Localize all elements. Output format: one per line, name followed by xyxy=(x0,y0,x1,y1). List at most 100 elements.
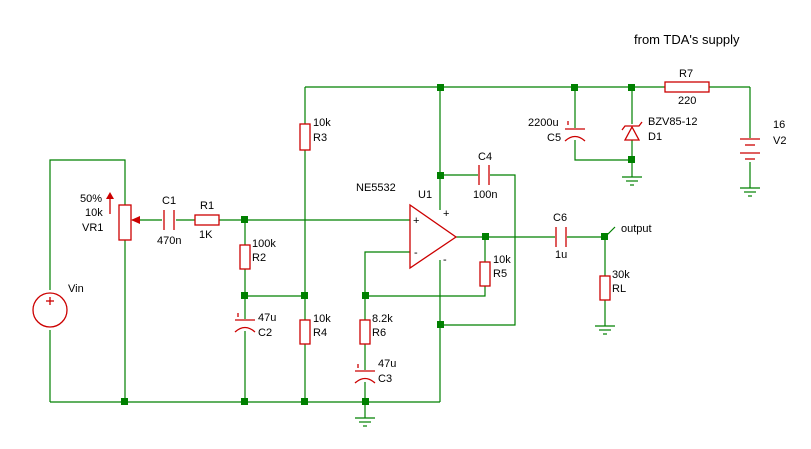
d1-part-label: BZV85-12 xyxy=(648,116,698,128)
junction-dot xyxy=(121,398,128,405)
supply-annotation: from TDA's supply xyxy=(634,32,740,47)
wires xyxy=(49,86,751,418)
wire-feedback xyxy=(365,286,486,297)
c3-curved-plate xyxy=(354,377,376,384)
c6-value-label: 1u xyxy=(555,249,567,261)
u1-opamp-body xyxy=(409,203,458,270)
c5-capacitor xyxy=(564,121,586,142)
r4-ref-label: R4 xyxy=(313,327,327,339)
junction-dot xyxy=(301,398,308,405)
vr1-arrow-icon xyxy=(106,192,114,199)
vr1-ref-label: VR1 xyxy=(82,222,103,234)
v2-battery xyxy=(740,138,760,160)
c3-ref-label: C3 xyxy=(378,373,392,385)
vr1-potentiometer xyxy=(106,192,140,241)
r4-value-label: 10k xyxy=(313,313,331,325)
ground-icon xyxy=(355,417,375,427)
r1-value-label: 1K xyxy=(199,229,213,241)
c1-capacitor xyxy=(163,210,175,230)
junction-dot xyxy=(628,156,635,163)
r7-ref-label: R7 xyxy=(679,68,693,80)
c2-curved-plate xyxy=(234,326,256,333)
vr1-setting-label: 50% xyxy=(80,193,102,205)
r4-resistor xyxy=(299,319,311,345)
junction-dot xyxy=(301,292,308,299)
ground-icon xyxy=(622,176,642,186)
rl-ref-label: RL xyxy=(612,283,626,295)
u1-vneg-pin: - xyxy=(443,254,447,266)
c5-curved-plate xyxy=(564,135,586,142)
c3-capacitor xyxy=(354,364,376,384)
c4-capacitor xyxy=(478,165,490,185)
u1-inverting-pin: - xyxy=(414,247,418,259)
junction-dot xyxy=(482,233,489,240)
d1-zener-diode xyxy=(621,121,643,141)
rl-resistor xyxy=(599,275,611,301)
c1-ref-label: C1 xyxy=(162,195,176,207)
wire-c5-d1-bottom xyxy=(574,140,632,161)
c2-ref-label: C2 xyxy=(258,327,272,339)
u1-part-label: NE5532 xyxy=(356,182,396,194)
vr1-wiper-arrow xyxy=(131,216,140,224)
r3-ref-label: R3 xyxy=(313,132,327,144)
vr1-body xyxy=(118,204,132,241)
v2-value-label: 16 xyxy=(773,119,785,131)
r6-value-label: 8.2k xyxy=(372,313,393,325)
r5-value-label: 10k xyxy=(493,254,511,266)
wire-c4-right xyxy=(440,174,516,326)
r2-ref-label: R2 xyxy=(252,252,266,264)
v2-ref-label: V2 xyxy=(773,135,786,147)
c3-value-label: 47u xyxy=(378,358,396,370)
r5-ref-label: R5 xyxy=(493,268,507,280)
c4-value-label: 100n xyxy=(473,189,497,201)
c4-ref-label: C4 xyxy=(478,151,492,163)
wire-inv-input xyxy=(364,251,410,320)
c5-value-label: 2200u xyxy=(528,117,559,129)
wire-vin-top xyxy=(49,159,126,290)
junctions xyxy=(121,84,635,405)
junction-dot xyxy=(601,233,608,240)
vin-ref-label: Vin xyxy=(68,283,84,295)
d1-triangle xyxy=(623,125,641,141)
c5-ref-label: C5 xyxy=(547,132,561,144)
junction-dot xyxy=(241,398,248,405)
junction-dot xyxy=(362,398,369,405)
c2-value-label: 47u xyxy=(258,312,276,324)
vin-source-body xyxy=(32,292,68,328)
vin-source xyxy=(32,292,68,328)
ground-icon xyxy=(740,187,760,197)
r2-value-label: 100k xyxy=(252,238,276,250)
r7-resistor xyxy=(664,81,710,93)
c6-capacitor xyxy=(555,227,567,247)
r6-resistor xyxy=(359,319,371,345)
r1-resistor xyxy=(194,214,220,226)
r6-ref-label: R6 xyxy=(372,327,386,339)
d1-ref-label: D1 xyxy=(648,131,662,143)
c1-value-label: 470n xyxy=(157,235,181,247)
c6-ref-label: C6 xyxy=(553,212,567,224)
u1-noninverting-pin: + xyxy=(413,215,419,227)
junction-dot xyxy=(362,292,369,299)
junction-dot xyxy=(241,292,248,299)
junction-dot xyxy=(628,84,635,91)
d1-cathode-bar xyxy=(621,121,643,131)
r7-value-label: 220 xyxy=(678,95,696,107)
ground-icon xyxy=(595,325,615,335)
vr1-value-label: 10k xyxy=(85,207,103,219)
r1-ref-label: R1 xyxy=(200,200,214,212)
r3-value-label: 10k xyxy=(313,117,331,129)
junction-dot xyxy=(571,84,578,91)
r3-resistor xyxy=(299,123,311,151)
u1-vpos-pin: + xyxy=(443,208,449,220)
rl-value-label: 30k xyxy=(612,269,630,281)
output-label: output xyxy=(621,223,652,235)
junction-dot xyxy=(437,84,444,91)
junction-dot xyxy=(241,216,248,223)
junction-dot xyxy=(437,321,444,328)
u1-opamp xyxy=(409,203,458,270)
junction-dot xyxy=(437,172,444,179)
c2-capacitor xyxy=(234,313,256,333)
r5-resistor xyxy=(479,261,491,287)
r2-resistor xyxy=(239,244,251,270)
